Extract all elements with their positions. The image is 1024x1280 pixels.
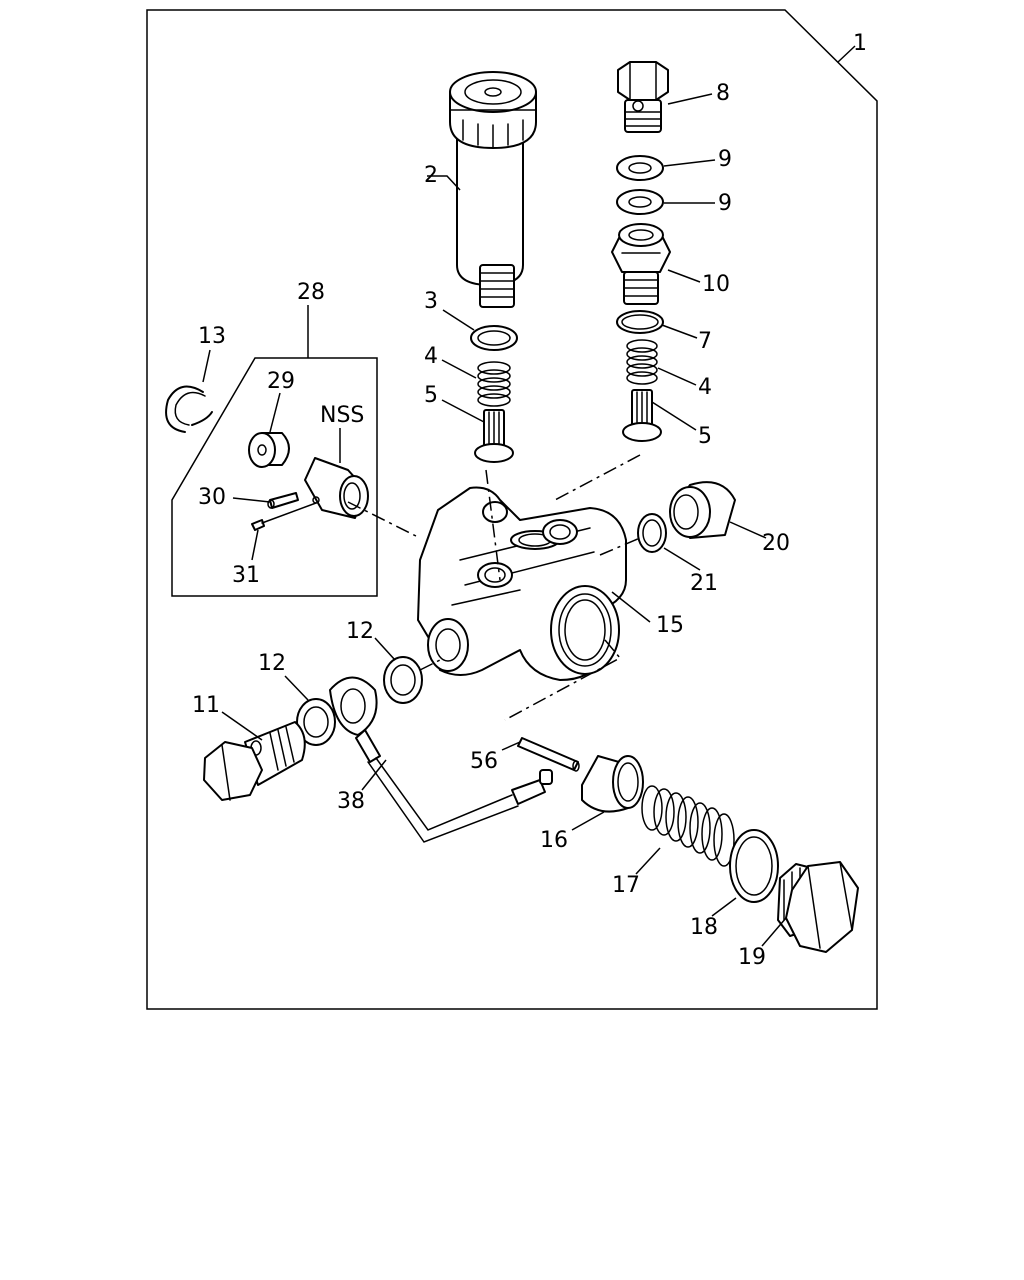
callout-17: 17 bbox=[612, 873, 640, 898]
part-10-hex-fitting bbox=[611, 223, 671, 305]
part-21-ring bbox=[637, 513, 667, 553]
callout-2: 2 bbox=[424, 163, 438, 188]
part-18-gasket bbox=[729, 829, 779, 903]
part-5-valve-left bbox=[474, 409, 514, 463]
callout-4-right: 4 bbox=[698, 375, 712, 400]
callout-28: 28 bbox=[297, 280, 325, 305]
part-30-pin bbox=[267, 492, 299, 509]
part-12-washer-upper bbox=[383, 656, 423, 704]
callout-7: 7 bbox=[698, 329, 712, 354]
part-56-pin bbox=[517, 737, 580, 772]
callout-8: 8 bbox=[716, 81, 730, 106]
callout-5-left: 5 bbox=[424, 383, 438, 408]
callout-3: 3 bbox=[424, 289, 438, 314]
part-4-spring-left bbox=[477, 361, 511, 407]
callout-56: 56 bbox=[470, 749, 498, 774]
callout-21: 21 bbox=[690, 571, 718, 596]
callout-nss: NSS bbox=[320, 403, 364, 428]
part-5-valve-right bbox=[622, 389, 662, 442]
part-8-eye-bolt bbox=[617, 61, 669, 133]
callout-38: 38 bbox=[337, 789, 365, 814]
part-9-washer-lower bbox=[616, 189, 664, 215]
part-29-roller bbox=[248, 432, 290, 468]
callout-15: 15 bbox=[656, 613, 684, 638]
callout-29: 29 bbox=[267, 369, 295, 394]
part-20-plug bbox=[669, 481, 736, 539]
part-16-piston bbox=[581, 755, 644, 813]
callout-5-right: 5 bbox=[698, 424, 712, 449]
callout-9-upper: 9 bbox=[718, 147, 732, 172]
part-11-banjo-bolt bbox=[203, 721, 306, 801]
nss-tappet bbox=[304, 457, 369, 519]
part-38-fuel-pipe bbox=[329, 676, 553, 843]
callout-10: 10 bbox=[702, 272, 730, 297]
callout-11: 11 bbox=[192, 693, 220, 718]
part-12-washer-lower bbox=[296, 698, 336, 746]
callout-19: 19 bbox=[738, 945, 766, 970]
part-9-washer-upper bbox=[616, 155, 664, 181]
callout-12-upper: 12 bbox=[346, 619, 374, 644]
part-15-pump-body bbox=[417, 486, 627, 681]
callout-20: 20 bbox=[762, 531, 790, 556]
part-3-o-ring bbox=[470, 325, 518, 351]
callout-18: 18 bbox=[690, 915, 718, 940]
callout-31: 31 bbox=[232, 563, 260, 588]
part-13-snap-ring bbox=[165, 385, 213, 433]
callout-16: 16 bbox=[540, 828, 568, 853]
part-7-o-ring bbox=[616, 310, 664, 334]
diagram-frame bbox=[146, 9, 878, 1010]
callout-13: 13 bbox=[198, 324, 226, 349]
part-4-spring-right bbox=[626, 339, 658, 385]
callout-9-lower: 9 bbox=[718, 191, 732, 216]
callout-4-left: 4 bbox=[424, 344, 438, 369]
callout-12-lower: 12 bbox=[258, 651, 286, 676]
part-19-hex-plug bbox=[777, 861, 859, 953]
part-2-priming-pump bbox=[449, 71, 537, 308]
callout-30: 30 bbox=[198, 485, 226, 510]
part-28-subassembly-box bbox=[171, 357, 378, 597]
part-31-pin bbox=[251, 502, 317, 531]
part-17-spring bbox=[641, 785, 735, 867]
assembly-callout: 1 bbox=[853, 31, 867, 56]
